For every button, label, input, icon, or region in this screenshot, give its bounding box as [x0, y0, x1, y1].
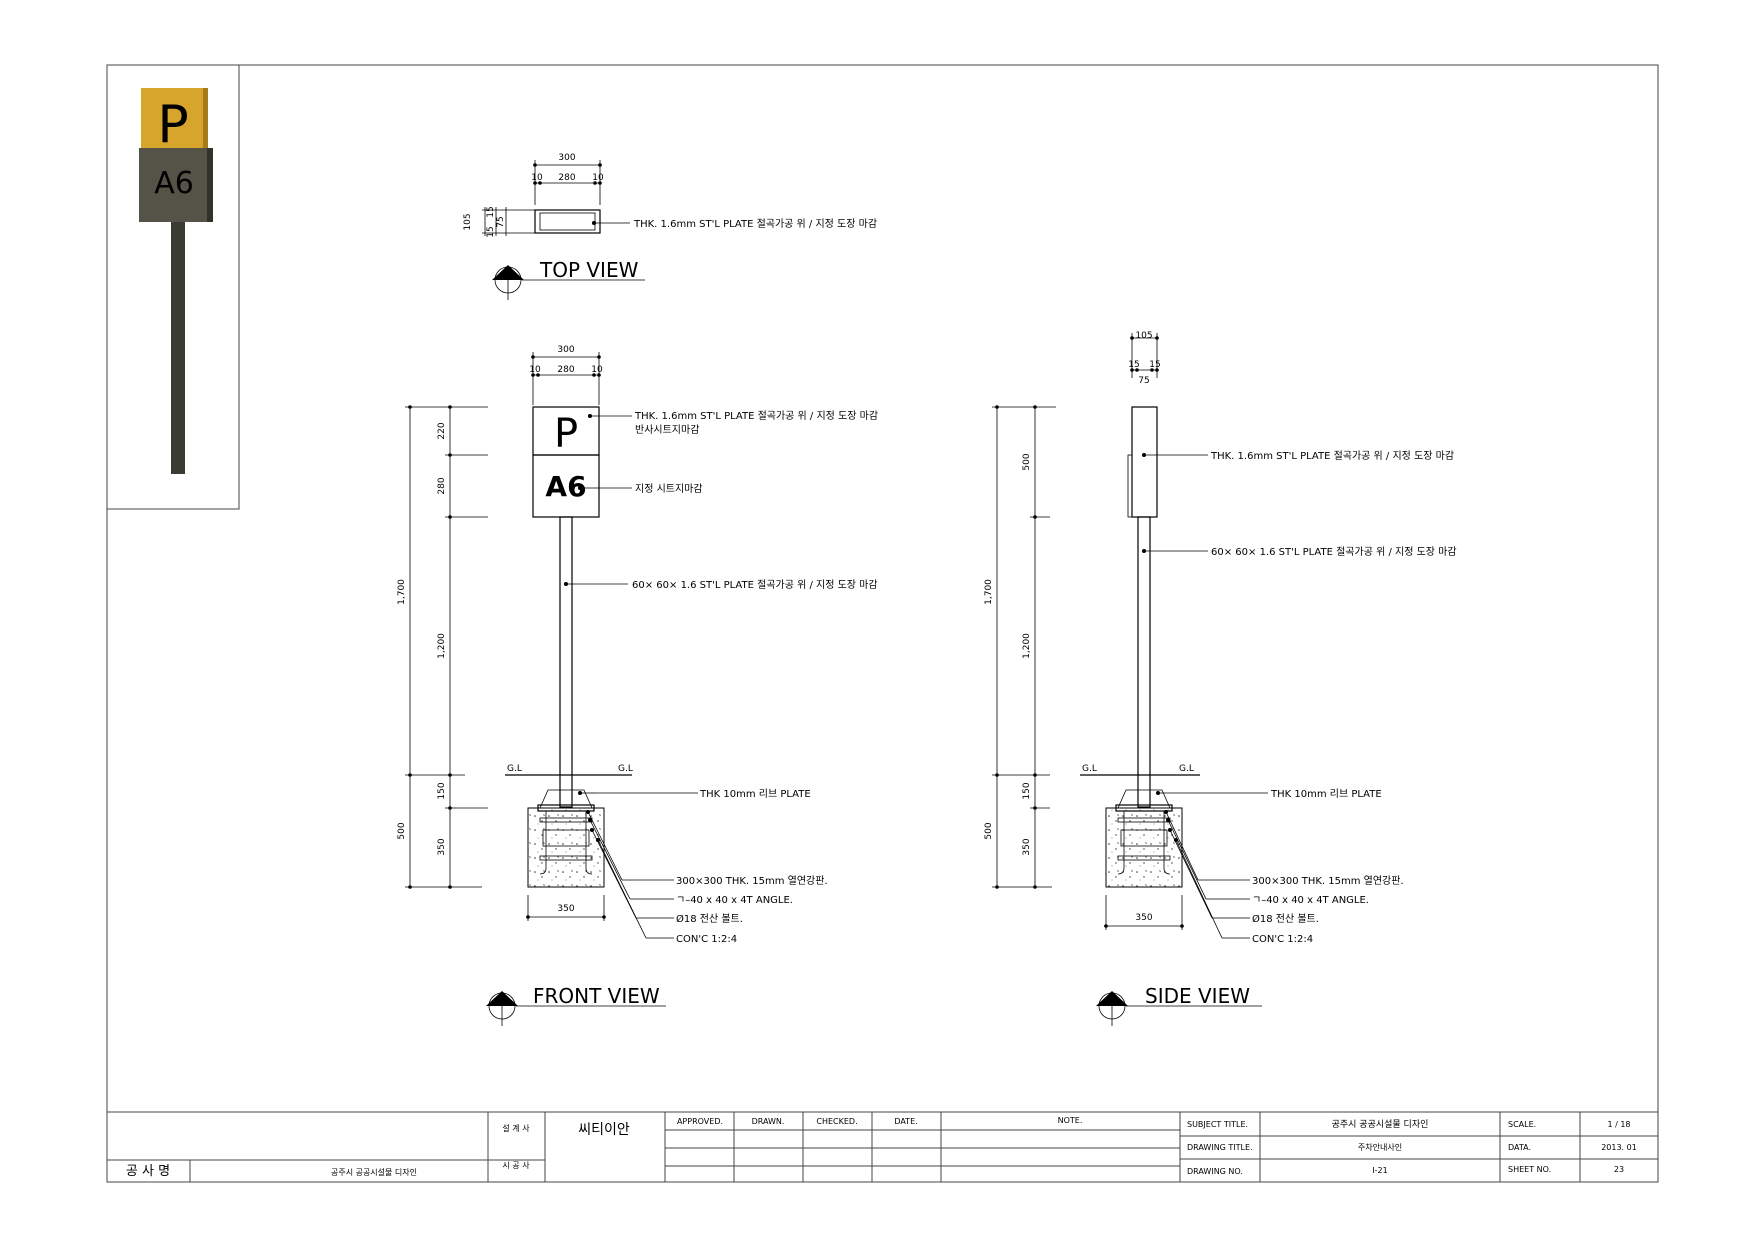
side-note-concrete: CON'C 1:2:4	[1252, 934, 1313, 945]
tb-designer: 씨티이안	[578, 1122, 630, 1138]
front-dim-right: 10	[591, 365, 603, 375]
thumbnail-top-panel	[141, 88, 207, 152]
side-dim-left: 15	[1128, 360, 1139, 370]
front-view: 300 10 280 10 1,700 500 220 280 1,200 15…	[397, 345, 878, 1026]
tb-approved: APPROVED.	[677, 1117, 723, 1126]
side-sign-panel	[1131, 406, 1158, 518]
tb-drawing-title: 주차안내사인	[1358, 1142, 1402, 1152]
tb-checked: CHECKED.	[816, 1117, 857, 1126]
front-note-plate: THK. 1.6mm ST'L PLATE 절곡가공 위 / 지정 도장 마감	[634, 409, 878, 422]
tb-designer-label: 설 계 사	[502, 1123, 530, 1133]
front-dim-bottom: 350	[557, 904, 574, 914]
side-dim-panel: 500	[1022, 453, 1032, 470]
front-note-angle: ㄱ–40 x 40 x 4T ANGLE.	[676, 895, 793, 906]
tb-subject-title: 공주시 공공시설물 디자인	[1332, 1119, 1429, 1130]
tb-builder-label: 시 공 사	[502, 1161, 530, 1170]
side-dim-total: 1,700	[984, 579, 994, 605]
tb-scale: 1 / 18	[1607, 1120, 1630, 1129]
side-dim-plate-zone: 150	[1022, 782, 1032, 799]
side-note-rib: THK 10mm 리브 PLATE	[1270, 788, 1382, 800]
top-dim-d3: 75	[496, 216, 506, 227]
tb-sheet-no-label: SHEET NO.	[1508, 1165, 1551, 1174]
tb-drawing-title-label: DRAWING TITLE.	[1187, 1143, 1253, 1152]
side-dim-concrete: 350	[1022, 838, 1032, 855]
top-note-plate: THK. 1.6mm ST'L PLATE 절곡가공 위 / 지정 도장 마감	[633, 217, 877, 230]
thumbnail-bottom-panel	[139, 148, 211, 222]
side-view: 105 15 15 75 1,700 500 500 1,200 150 350…	[984, 331, 1457, 1026]
top-dim-d2: 15	[486, 226, 496, 237]
front-dim-total: 1,700	[397, 579, 407, 605]
top-view: 300 10 280 10 105 15 15 75 THK. 1.6mm ST…	[463, 153, 877, 300]
front-note-rib: THK 10mm 리브 PLATE	[699, 788, 811, 800]
sheet-border	[106, 64, 1659, 1183]
front-note-sheet: 지정 시트지마감	[635, 483, 703, 495]
front-dim-mid: 280	[557, 365, 574, 375]
front-dim-top-panel: 220	[437, 422, 447, 439]
tb-date: DATE.	[894, 1117, 917, 1126]
side-note-bolt: Ø18 전산 볼트.	[1252, 913, 1319, 925]
top-dim-mid: 280	[558, 173, 575, 183]
side-gl-right: G.L	[1179, 764, 1194, 774]
side-dim-overall: 105	[1135, 331, 1152, 341]
tb-scale-label: SCALE.	[1508, 1120, 1536, 1129]
side-view-title: SIDE VIEW	[1145, 984, 1250, 1008]
side-dim-foundation: 500	[984, 822, 994, 839]
thumbnail-post	[171, 222, 185, 474]
tb-drawn: DRAWN.	[752, 1117, 785, 1126]
side-dim-right: 15	[1149, 360, 1160, 370]
tb-data-label: DATA.	[1508, 1143, 1531, 1152]
top-dim-overall: 300	[558, 153, 575, 163]
front-post	[559, 516, 573, 808]
front-note-reflective: 반사시트지마감	[635, 424, 699, 436]
side-note-plate: THK. 1.6mm ST'L PLATE 절곡가공 위 / 지정 도장 마감	[1210, 449, 1454, 462]
side-note-base-plate: 300×300 THK. 15mm 열연강판.	[1252, 875, 1404, 887]
front-dim-foundation: 500	[397, 822, 407, 839]
tb-project-label: 공 사 명	[126, 1164, 170, 1179]
side-post	[1137, 516, 1151, 808]
tb-note: NOTE.	[1058, 1116, 1083, 1125]
side-note-post: 60× 60× 1.6 ST'L PLATE 절곡가공 위 / 지정 도장 마감	[1211, 545, 1457, 558]
front-view-title: FRONT VIEW	[533, 984, 660, 1008]
front-gl-right: G.L	[618, 764, 633, 774]
front-dim-bottom-panel: 280	[437, 477, 447, 494]
front-dim-concrete: 350	[437, 838, 447, 855]
front-note-base-plate: 300×300 THK. 15mm 열연강판.	[676, 875, 828, 887]
side-dim-bottom: 350	[1135, 913, 1152, 923]
side-gl-left: G.L	[1082, 764, 1097, 774]
thumbnail-a6-label: A6	[154, 166, 194, 201]
front-note-bolt: Ø18 전산 볼트.	[676, 913, 743, 925]
title-block: 공 사 명 공주시 공공시설물 디자인 설 계 사 씨티이안 시 공 사 APP…	[107, 1111, 1658, 1182]
top-dim-d1: 15	[486, 206, 496, 217]
front-note-concrete: CON'C 1:2:4	[676, 934, 737, 945]
front-dim-post: 1,200	[437, 633, 447, 659]
tb-sheet-no: 23	[1614, 1165, 1624, 1174]
front-dim-overall: 300	[557, 345, 574, 355]
side-dim-mid: 75	[1138, 376, 1149, 386]
side-note-angle: ㄱ–40 x 40 x 4T ANGLE.	[1252, 895, 1369, 906]
thumbnail-render: P A6	[106, 64, 240, 510]
tb-drawing-no: I-21	[1372, 1166, 1387, 1175]
front-concrete-block	[527, 807, 605, 888]
tb-project-name: 공주시 공공시설물 디자인	[331, 1167, 417, 1177]
front-dim-plate-zone: 150	[437, 782, 447, 799]
top-dim-right: 10	[592, 173, 604, 183]
front-note-post: 60× 60× 1.6 ST'L PLATE 절곡가공 위 / 지정 도장 마감	[632, 578, 878, 591]
tb-subject-title-label: SUBJECT TITLE.	[1187, 1120, 1248, 1129]
side-concrete-block	[1105, 807, 1183, 888]
tb-data: 2013. 01	[1601, 1143, 1637, 1152]
front-gl-left: G.L	[507, 764, 522, 774]
front-dim-left: 10	[529, 365, 541, 375]
top-view-title: TOP VIEW	[539, 258, 639, 282]
tb-drawing-no-label: DRAWING NO.	[1187, 1167, 1243, 1176]
top-dim-depth: 105	[463, 213, 473, 230]
thumbnail-p-letter: P	[157, 95, 188, 155]
front-sign-p: P	[554, 411, 578, 457]
top-dim-left: 10	[531, 173, 543, 183]
side-dim-post: 1,200	[1022, 633, 1032, 659]
